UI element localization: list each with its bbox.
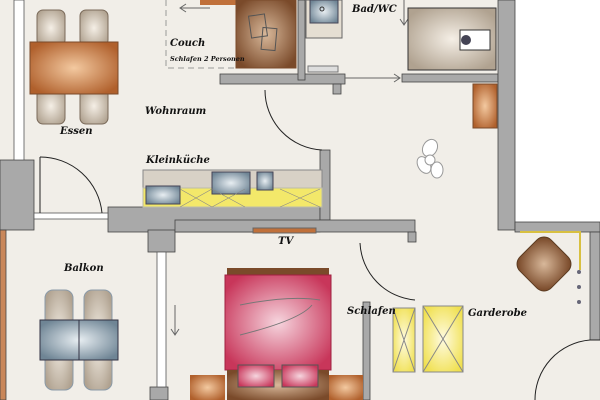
sofa-bed: [200, 0, 297, 69]
dining-table: [29, 9, 119, 125]
label-wardrobe: Garderobe: [468, 308, 527, 319]
label-tv: TV: [278, 236, 294, 247]
label-couch-sub: Schlafen 2 Personen: [170, 55, 245, 63]
couch-outline: [165, 0, 235, 69]
label-dining: Essen: [60, 126, 93, 137]
ceiling-fan-icon: [416, 138, 444, 179]
label-bath: Bad/WC: [352, 4, 397, 15]
arrow-icon: [170, 0, 409, 336]
kitchenette: [142, 169, 323, 208]
bathroom-fixtures: [305, 0, 497, 73]
label-balcony: Balkon: [64, 263, 104, 274]
wardrobes: [392, 305, 464, 373]
windows: [13, 0, 167, 388]
balcony-table: [39, 289, 119, 391]
armchair: [516, 231, 581, 304]
label-bedroom: Schlafen: [347, 306, 396, 317]
tv: [252, 227, 317, 234]
cabinet: [472, 83, 498, 129]
exterior-area: [515, 0, 600, 222]
door-swing-icon: [39, 89, 600, 400]
label-kitchen: Kleinküche: [146, 155, 210, 166]
label-couch: Couch: [170, 38, 206, 49]
label-living: Wohnraum: [145, 106, 207, 117]
double-bed: [190, 268, 363, 400]
